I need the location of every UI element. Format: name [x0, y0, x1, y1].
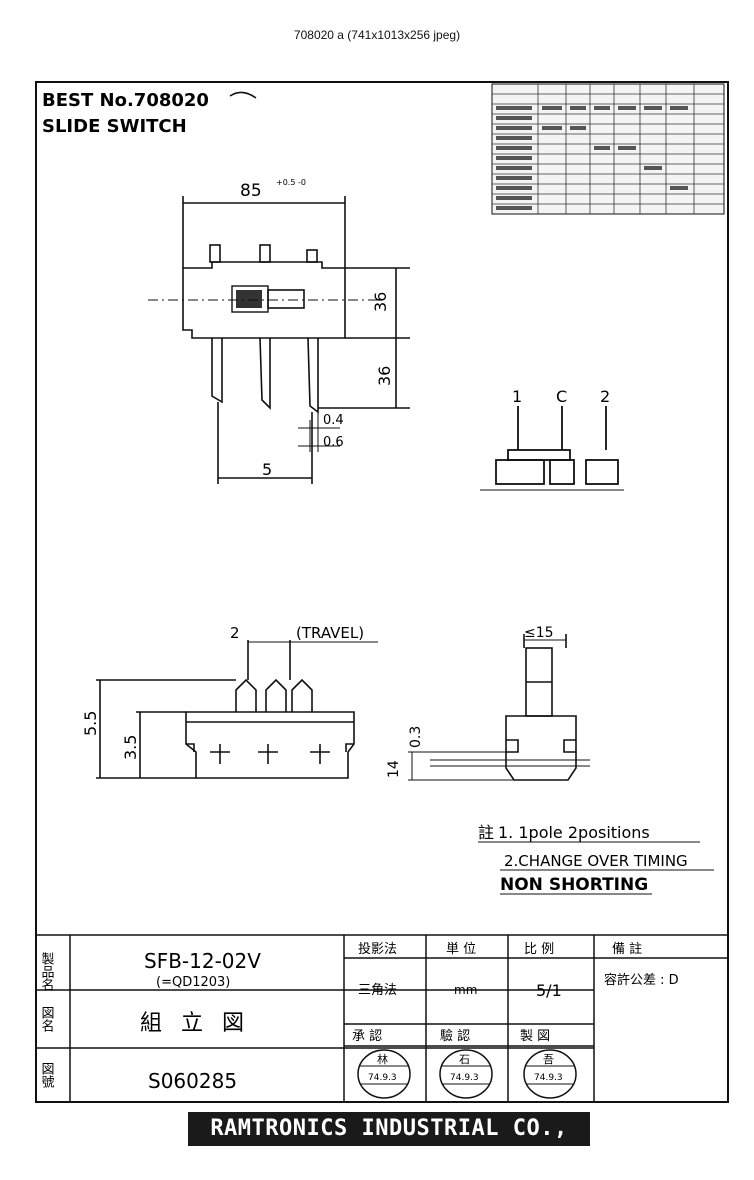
sheet-title-line1: BEST No.708020 — [42, 90, 209, 111]
pen-mark — [229, 91, 257, 99]
company-banner: RAMTRONICS INDUSTRIAL CO., LTD. — [188, 1112, 590, 1175]
stamp2-date: 74.9.3 — [450, 1073, 479, 1083]
end-view — [408, 634, 590, 781]
travel-value: 2 — [230, 624, 240, 642]
stamp3-name: 吾 — [543, 1053, 554, 1066]
pin-1-label: 1 — [512, 387, 522, 406]
dim-03-label: 0.3 — [408, 726, 424, 748]
stamp-drawn: 吾 74.9.3 — [523, 1049, 577, 1099]
drawn-header: 製 図 — [520, 1029, 550, 1044]
drawing-number: S060285 — [148, 1069, 237, 1093]
stamp1-name: 林 — [377, 1052, 388, 1066]
model-number: SFB-12-02V — [144, 949, 261, 973]
dim-85-label: 85 — [240, 181, 262, 201]
dim-36-body-label: 36 — [371, 292, 390, 312]
dim-35-label: 3.5 — [121, 735, 140, 760]
dim-14-label: 14 — [386, 760, 402, 778]
stamp1-date: 74.9.3 — [368, 1073, 397, 1083]
dim-36-pin-label: 36 — [375, 366, 394, 386]
remarks-value: 容許公差 : D — [604, 972, 679, 988]
sheet-title-line2: SLIDE SWITCH — [42, 116, 187, 137]
projection-header: 投影法 — [358, 941, 397, 957]
notes-label: 註 — [478, 823, 494, 842]
dim-06-label: 0.6 — [323, 435, 344, 450]
projection-value: 三角法 — [358, 983, 397, 998]
tolerance-table — [491, 83, 725, 215]
stamp3-date: 74.9.3 — [534, 1073, 563, 1083]
unit-header: 単 位 — [446, 941, 476, 957]
remarks-header: 備 註 — [612, 941, 642, 957]
switch-schematic — [480, 406, 624, 491]
checked-header: 驗 認 — [440, 1028, 470, 1044]
label-product-name: 製品名 — [39, 952, 55, 991]
scale-header: 比 例 — [524, 942, 554, 957]
scale-value: 5/1 — [536, 981, 562, 1000]
pin-2-label: 2 — [600, 387, 610, 406]
side-view — [96, 640, 378, 779]
stamp2-name: 石 — [459, 1053, 470, 1066]
title-block — [36, 934, 728, 1102]
image-caption: 708020 a (741x1013x256 jpeg) — [293, 28, 461, 42]
label-drawing-name: 図名 — [39, 1006, 55, 1032]
drawing-name: 組 立 図 — [140, 1011, 250, 1036]
unit-value: mm — [454, 983, 477, 997]
stamp-checked: 石 74.9.3 — [439, 1049, 493, 1099]
dim-04-label: 0.4 — [323, 413, 344, 428]
stamp-approved: 林 74.9.3 — [357, 1049, 411, 1099]
front-view — [148, 196, 410, 484]
model-subtitle: (=QD1203) — [156, 975, 230, 990]
note-2: 2.CHANGE OVER TIMING — [504, 852, 688, 870]
pin-c-label: C — [556, 387, 567, 406]
approved-header: 承 認 — [352, 1028, 382, 1044]
dim-15-label: ≤15 — [524, 625, 554, 641]
note-1: 1. 1pole 2positions — [498, 823, 650, 842]
dim-pitch-label: 5 — [262, 460, 272, 479]
dim-55-label: 5.5 — [81, 711, 100, 736]
label-drawing-no: 図號 — [39, 1062, 55, 1089]
sheet-border — [35, 81, 729, 1103]
dim-85-tolerance: +0.5 -0 — [276, 178, 306, 187]
travel-label: (TRAVEL) — [296, 624, 364, 642]
note-3: NON SHORTING — [500, 875, 648, 895]
